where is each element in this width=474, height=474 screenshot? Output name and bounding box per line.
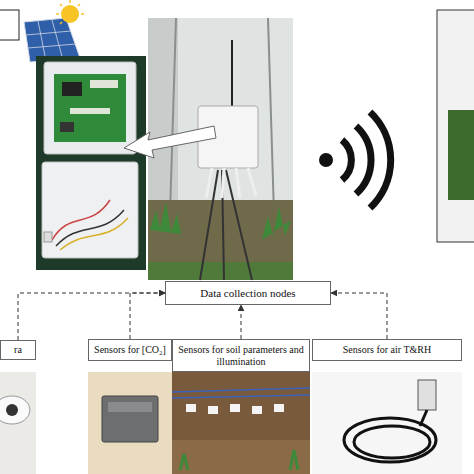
soil-sensor-photo — [172, 372, 310, 474]
open-node-photo — [36, 56, 146, 270]
solar-panel — [24, 18, 80, 62]
sensor-label-box: Sensors for air T&RH — [312, 339, 462, 361]
partial-box — [0, 10, 19, 40]
node-label: Sensors for air T&RH — [343, 344, 431, 356]
sun-icon — [56, 0, 84, 24]
camera-photo — [0, 372, 36, 474]
node-label: ra — [14, 344, 22, 356]
dashed-connector — [241, 305, 242, 339]
dashed-connector — [331, 293, 387, 339]
node-label: Sensors for soil parameters and illumina… — [176, 344, 306, 368]
wifi-symbol — [319, 112, 391, 208]
node-label: Data collection nodes — [200, 287, 295, 299]
pointer-arrow — [124, 126, 216, 158]
sensor-label-box: Sensors for soil parameters and illumina… — [172, 339, 310, 372]
sensor-label-box: ra — [0, 340, 36, 360]
co2-sensor-photo — [88, 372, 172, 474]
dashed-connector — [18, 293, 165, 340]
air-sensor-photo — [312, 372, 462, 474]
collector-box: Data collection nodes — [165, 281, 331, 305]
sensor-label-box: Sensors for [CO₂] — [88, 339, 172, 361]
node-label: Sensors for [CO₂] — [94, 344, 166, 356]
partial-right-photo — [437, 10, 474, 242]
greenhouse-photo — [148, 18, 293, 280]
dashed-connector — [130, 293, 165, 339]
